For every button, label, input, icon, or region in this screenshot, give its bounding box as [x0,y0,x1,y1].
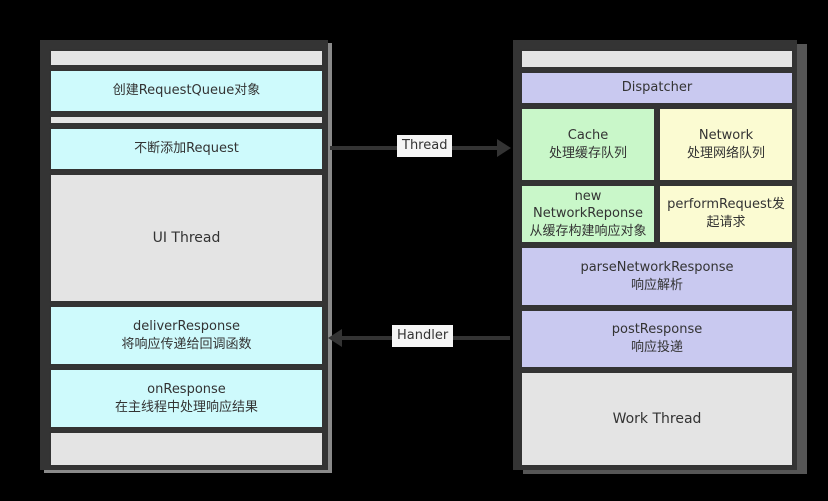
thread-arrowhead-icon [497,139,511,157]
post-response-title: postResponse [611,322,703,338]
cache-queue-title: Cache [567,127,609,143]
request-row: new NetworkReponse 从缓存构建响应对象 performRequ… [520,184,794,244]
network-queue-node: Network 处理网络队列 [658,107,794,182]
dispatcher-node: Dispatcher [520,71,794,105]
add-request-node: 不断添加Request [49,127,324,171]
create-request-queue-node: 创建RequestQueue对象 [49,69,324,113]
perform-request-label: performRequest发起请求 [667,197,785,230]
thread-arrow-label: Thread [397,135,453,157]
cache-queue-node: Cache 处理缓存队列 [520,107,656,182]
parse-network-response-node: parseNetworkResponse 响应解析 [520,246,794,307]
ui-thread-name-label: UI Thread [152,229,221,246]
cache-queue-desc: 处理缓存队列 [548,145,627,161]
queue-row: Cache 处理缓存队列 Network 处理网络队列 [520,107,794,182]
on-response-node: onResponse 在主线程中处理响应结果 [49,368,324,429]
deliver-response-desc: 将响应传递给回调函数 [121,336,252,352]
work-thread-name-label: Work Thread [612,410,702,427]
work-thread-header-bar [520,49,794,69]
new-network-response-node: new NetworkReponse 从缓存构建响应对象 [520,184,656,244]
new-network-response-title: new NetworkReponse [533,188,643,222]
ui-thread-footer-bar [49,431,324,467]
ui-thread-panel: 创建RequestQueue对象 不断添加Request UI Thread d… [40,40,328,470]
deliver-response-node: deliverResponse 将响应传递给回调函数 [49,305,324,366]
post-response-node: postResponse 响应投递 [520,309,794,369]
work-thread-panel: Dispatcher Cache 处理缓存队列 Network 处理网络队列 n… [513,40,797,470]
parse-network-response-title: parseNetworkResponse [580,259,734,275]
create-request-queue-label: 创建RequestQueue对象 [112,83,261,99]
on-response-title: onResponse [147,381,226,397]
work-thread-name-area: Work Thread [520,371,794,467]
ui-thread-header-bar [49,49,324,67]
handler-arrow-label: Handler [392,325,454,347]
add-request-label: 不断添加Request [134,141,239,157]
network-queue-desc: 处理网络队列 [686,145,765,161]
parse-network-response-desc: 响应解析 [630,277,683,293]
dispatcher-label: Dispatcher [621,80,693,96]
handler-arrowhead-icon [328,329,342,347]
new-network-response-desc: 从缓存构建响应对象 [529,223,647,239]
perform-request-node: performRequest发起请求 [658,184,794,244]
ui-thread-name-area: UI Thread [49,173,324,303]
deliver-response-title: deliverResponse [133,318,240,334]
on-response-desc: 在主线程中处理响应结果 [114,399,258,415]
network-queue-title: Network [698,127,754,143]
ui-thread-spacer-bar [49,115,324,125]
post-response-desc: 响应投递 [630,340,683,355]
